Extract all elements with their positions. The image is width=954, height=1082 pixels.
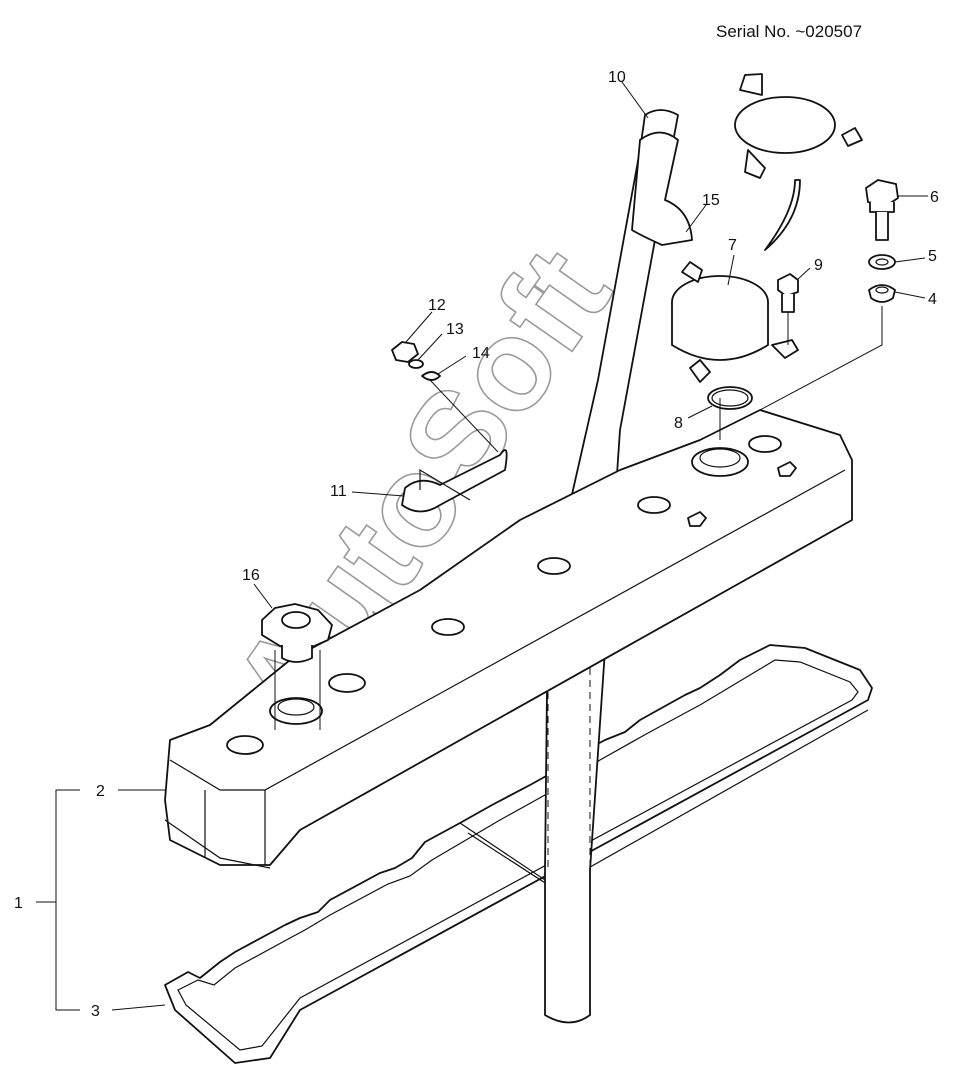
callout-1: 1 — [14, 789, 80, 1011]
svg-text:13: 13 — [446, 321, 464, 338]
callout-4: 4 — [894, 291, 937, 308]
washer-5[interactable] — [868, 254, 896, 270]
svg-text:15: 15 — [702, 192, 720, 209]
bolt-9[interactable] — [777, 273, 799, 345]
callout-3: 3 — [91, 1003, 166, 1020]
callout-9: 9 — [796, 257, 823, 281]
callout-16: 16 — [242, 567, 273, 609]
oil-separator[interactable] — [671, 261, 799, 383]
svg-text:5: 5 — [928, 248, 937, 265]
callout-6: 6 — [898, 189, 939, 206]
oil-separator-detail[interactable] — [734, 73, 863, 251]
nut[interactable] — [391, 341, 419, 363]
o-ring[interactable] — [707, 386, 753, 410]
svg-text:9: 9 — [814, 257, 823, 274]
callout-2: 2 — [96, 783, 165, 800]
callout-5: 5 — [894, 248, 937, 265]
rocker-cover[interactable] — [164, 409, 853, 869]
lock-washer[interactable] — [408, 359, 424, 369]
svg-text:6: 6 — [930, 189, 939, 206]
callout-15: 15 — [685, 192, 720, 233]
seal-washer-4[interactable] — [868, 284, 896, 303]
callout-8: 8 — [674, 405, 713, 432]
svg-text:10: 10 — [608, 69, 626, 86]
svg-text:1: 1 — [14, 895, 23, 912]
svg-text:2: 2 — [96, 783, 105, 800]
callout-7: 7 — [727, 237, 737, 286]
callout-13: 13 — [417, 321, 464, 361]
callout-14: 14 — [437, 345, 490, 375]
clip-ring[interactable] — [421, 371, 499, 453]
serial-number: Serial No. ~020507 — [716, 22, 863, 41]
svg-text:7: 7 — [728, 237, 737, 254]
svg-text:16: 16 — [242, 567, 260, 584]
svg-text:8: 8 — [674, 415, 683, 432]
svg-text:4: 4 — [928, 291, 937, 308]
svg-text:3: 3 — [91, 1003, 100, 1020]
callout-12: 12 — [405, 297, 446, 343]
callout-11: 11 — [330, 483, 405, 500]
svg-text:12: 12 — [428, 297, 446, 314]
callout-10: 10 — [608, 69, 649, 119]
svg-text:11: 11 — [330, 483, 347, 500]
pipe-clip[interactable] — [401, 449, 508, 513]
svg-text:14: 14 — [472, 345, 490, 362]
oil-filler-cap[interactable] — [261, 603, 333, 730]
bolt-6[interactable] — [865, 179, 899, 241]
